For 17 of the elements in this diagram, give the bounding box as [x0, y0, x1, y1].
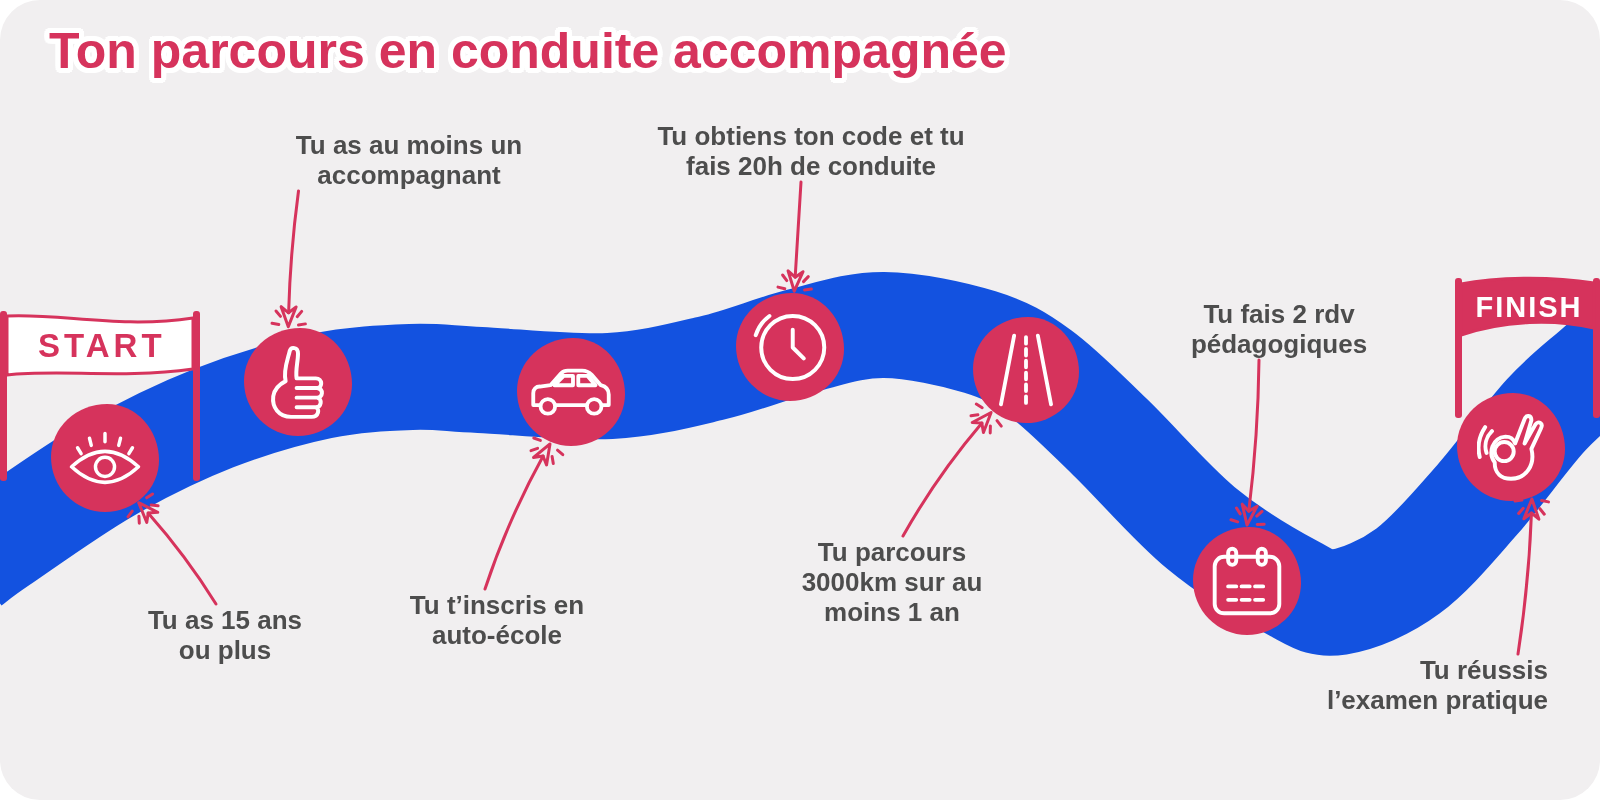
- arrow: [279, 189, 300, 329]
- step-label: Tu as 15 ans ou plus: [146, 605, 304, 665]
- step-label: Tu parcours 3000km sur au moins 1 an: [800, 537, 984, 627]
- arrow: [1240, 358, 1261, 527]
- step-label: Tu as au moins un accompagnant: [294, 130, 524, 190]
- arrow: [137, 501, 218, 606]
- flag-label: START: [37, 328, 166, 364]
- step-label: Tu obtiens ton code et tu fais 20h de conduite: [656, 121, 966, 181]
- arrow: [1516, 497, 1541, 656]
- step-label: Tu t’inscris en auto-école: [408, 590, 586, 650]
- flag-label: FINISH: [1474, 291, 1583, 323]
- arrow: [786, 180, 805, 293]
- title: Ton parcours en conduite accompagnée: [49, 23, 1007, 79]
- step-label: Tu fais 2 rdv pédagogiques: [1189, 299, 1369, 359]
- arrow: [483, 442, 552, 591]
- step-label: Tu réussis l’examen pratique: [1324, 655, 1548, 715]
- arrow: [901, 411, 993, 538]
